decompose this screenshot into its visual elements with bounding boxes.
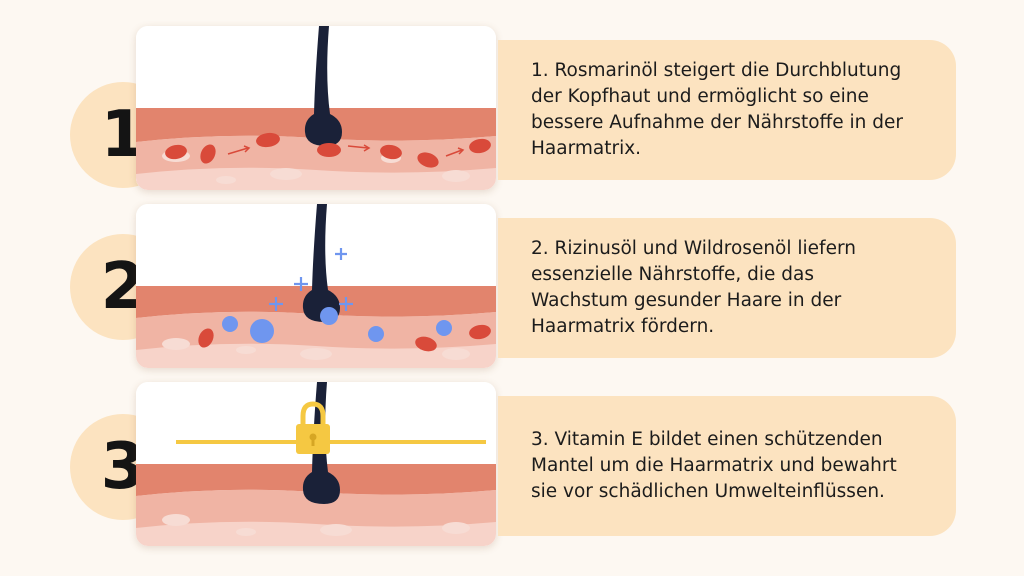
- skin-cross-section: [136, 204, 496, 368]
- skin-cross-section: [136, 382, 496, 546]
- illustration-blood-flow: [136, 26, 496, 190]
- protective-layer: [176, 440, 486, 444]
- step-description: 2. Rizinusöl und Wildrosenöl liefern ess…: [531, 238, 856, 337]
- step-1: 1: [0, 26, 1024, 196]
- illustration-nutrients: [136, 204, 496, 368]
- step-description: 1. Rosmarinöl steigert die Durchblutung …: [531, 60, 904, 159]
- illustration-protection: [136, 382, 496, 546]
- blood-cell-icon: [198, 324, 491, 352]
- hair-shaft: [302, 204, 340, 322]
- nutrient-dot-icon: [222, 307, 452, 343]
- skin-cross-section: [136, 26, 496, 190]
- step-3: 3 3. Vitamin E bildet einen schützenden …: [0, 382, 1024, 552]
- step-text-card: 1. Rosmarinöl steigert die Durchblutung …: [498, 40, 956, 180]
- padlock-icon: [296, 401, 330, 454]
- arrow-icon: [227, 144, 465, 157]
- blood-cell-icon: [165, 132, 491, 168]
- step-description: 3. Vitamin E bildet einen schützenden Ma…: [531, 429, 897, 502]
- hair-shaft: [304, 26, 342, 146]
- step-text-card: 3. Vitamin E bildet einen schützenden Ma…: [498, 396, 956, 536]
- step-2: 2: [0, 204, 1024, 374]
- step-text-card: 2. Rizinusöl und Wildrosenöl liefern ess…: [498, 218, 956, 358]
- plus-icon: [269, 248, 353, 311]
